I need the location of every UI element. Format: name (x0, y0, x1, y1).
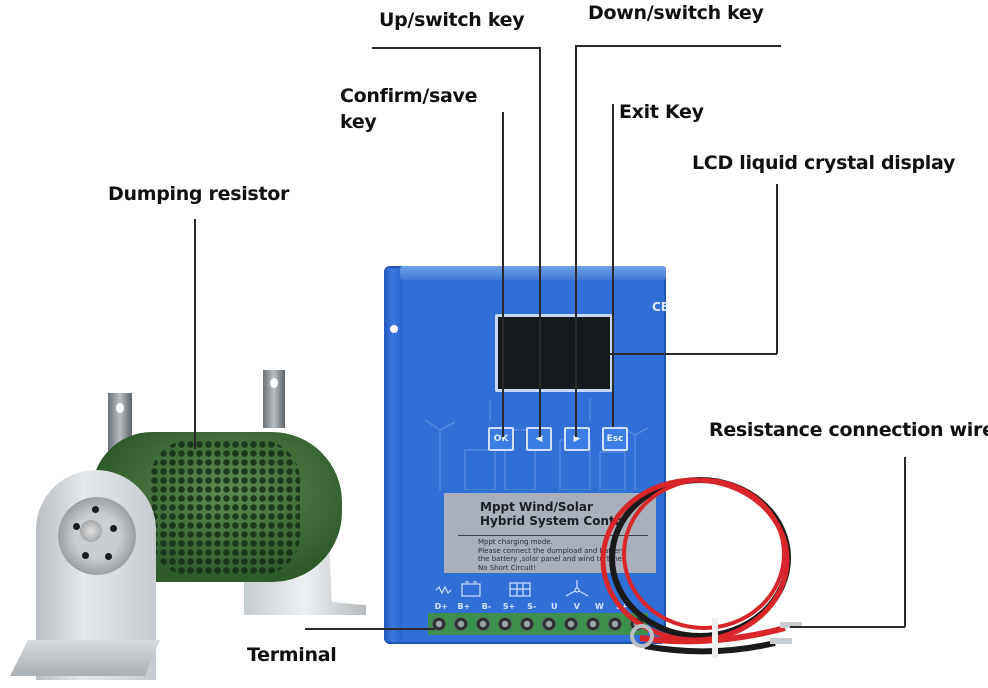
panel-body-line: the battery ,solar panel and wind turbin… (478, 555, 622, 563)
terminal-label-s-plus: S+ (502, 602, 516, 611)
panel-body-line: Please connect the dumpload and battery (478, 546, 626, 555)
terminal-label-u: U (551, 602, 558, 611)
battery-icon (461, 583, 481, 597)
leader-down-switch-h (575, 45, 781, 47)
up-switch-key[interactable]: ◀ (526, 427, 552, 451)
terminal-label-v: V (573, 602, 580, 611)
info-panel (444, 493, 656, 573)
leader-lcd-h (610, 353, 777, 355)
wind-city-background-art (424, 398, 649, 490)
leader-wire-h (790, 626, 905, 628)
terminal-screw[interactable] (476, 617, 490, 631)
panel-title: Mppt Wind/Solar Hybrid System Contr (480, 500, 621, 528)
controller-heatsink-side (384, 270, 402, 642)
resistor-vent-mesh (150, 440, 300, 575)
callout-resistance-connection-wire: Resistance connection wire (709, 419, 988, 441)
resistor-foot (10, 640, 160, 676)
terminal-screw[interactable] (520, 617, 534, 631)
callout-confirm-save-line-1: Confirm/save (340, 85, 478, 107)
leader-exit-v (612, 104, 614, 427)
end-cap-hole (105, 553, 112, 560)
leader-up-switch-v (539, 47, 541, 437)
panel-body-line: Mppt charging mode. (478, 538, 553, 546)
terminal-block (428, 613, 648, 635)
leader-lcd-v (776, 184, 778, 354)
panel-body-line: No Short Circuit! (478, 563, 537, 572)
terminal-label-b-minus: B- (481, 602, 492, 611)
leader-up-switch-h (372, 47, 540, 49)
resistor-bolt (80, 520, 102, 542)
spade-terminal (780, 622, 802, 628)
callout-terminal: Terminal (247, 644, 337, 666)
leader-down-switch-v (575, 45, 577, 437)
end-cap-hole (82, 552, 89, 559)
controller-top-edge (400, 266, 666, 280)
panel-divider (458, 535, 648, 536)
terminal-label-w: W (595, 602, 604, 611)
callout-exit-key: Exit Key (619, 101, 704, 123)
panel-title-line-1: Mppt Wind/Solar (480, 500, 593, 514)
end-cap-hole (92, 506, 99, 513)
resistor-icon (435, 585, 452, 595)
spade-terminal (770, 638, 792, 644)
mounting-hole (390, 325, 398, 333)
terminal-screw[interactable] (586, 617, 600, 631)
leader-terminal-h (305, 628, 435, 630)
panel-body: Mppt charging mode. Please connect the d… (478, 538, 625, 572)
panel-title-line-2: Hybrid System Contr (480, 514, 621, 528)
terminal-icons-row (435, 580, 589, 597)
terminal-label-d-plus: D+ (434, 602, 448, 611)
wind-turbine-icon (565, 580, 589, 597)
terminal-screw[interactable] (454, 617, 468, 631)
terminal-screw[interactable] (608, 617, 622, 631)
lcd-display (495, 314, 613, 392)
end-cap-hole (73, 523, 80, 530)
terminal-screw[interactable] (432, 617, 446, 631)
esc-key[interactable]: Esc (602, 427, 628, 451)
callout-confirm-save-line-2: key (340, 111, 377, 133)
leader-resistor-v (194, 219, 196, 449)
terminal-screw[interactable] (498, 617, 512, 631)
end-cap-hole (110, 525, 117, 532)
callout-up-switch-key: Up/switch key (379, 9, 525, 31)
callout-down-switch-key: Down/switch key (588, 2, 764, 24)
keypad: OK ◀ ▶ Esc (488, 427, 628, 451)
terminal-screw[interactable] (564, 617, 578, 631)
callout-confirm-save-key: Confirm/save key (340, 83, 478, 135)
callout-dumping-resistor: Dumping resistor (108, 183, 290, 205)
ok-key[interactable]: OK (488, 427, 514, 451)
resistance-connection-wire (600, 477, 802, 658)
callout-lcd-display: LCD liquid crystal display (692, 152, 956, 174)
leader-wire-v (904, 457, 906, 627)
terminal-screw[interactable] (542, 617, 556, 631)
terminal-label-b-plus: B+ (457, 602, 471, 611)
ce-mark: CE (652, 300, 670, 314)
terminal-label-s-minus: S- (527, 602, 537, 611)
ring-terminal (630, 624, 654, 648)
leader-confirm-save-v (502, 112, 504, 437)
resistor-lug-right (263, 370, 285, 428)
down-switch-key[interactable]: ▶ (564, 427, 590, 451)
